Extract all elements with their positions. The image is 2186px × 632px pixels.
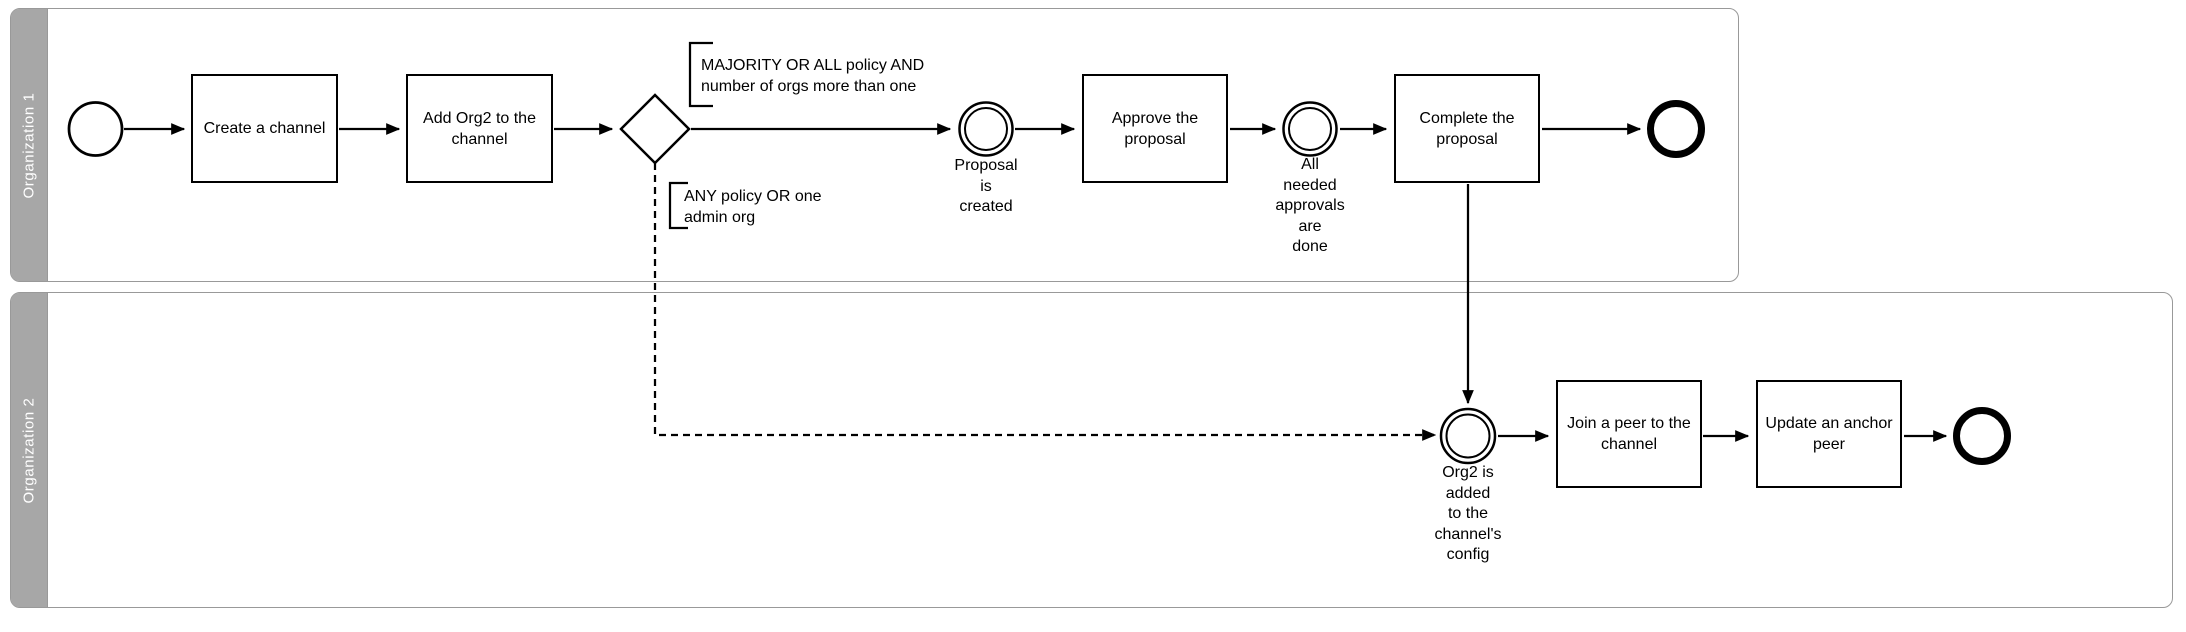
event-label-approvals-done: All needed approvals are done (1275, 156, 1345, 255)
task-join-peer-to-channel[interactable]: Join a peer to the channel (1556, 380, 1702, 488)
pool-organization-1-label: Organization 1 (20, 92, 38, 198)
task-add-org2-to-channel[interactable]: Add Org2 to the channel (406, 74, 553, 183)
pool-organization-2-label: Organization 2 (20, 397, 38, 503)
task-update-anchor-peer[interactable]: Update an anchor peer (1756, 380, 1902, 488)
task-complete-proposal[interactable]: Complete the proposal (1394, 74, 1540, 183)
pool-organization-1-header: Organization 1 (11, 9, 48, 281)
event-label-org2-added: Org2 is added to the channel's config (1434, 464, 1502, 563)
annotation-majority-policy: MAJORITY OR ALL policy AND number of org… (701, 57, 925, 95)
task-create-channel[interactable]: Create a channel (191, 74, 338, 183)
annotation-any-policy: ANY policy OR one admin org (684, 188, 822, 226)
pool-organization-2-header: Organization 2 (11, 293, 48, 607)
task-approve-proposal[interactable]: Approve the proposal (1082, 74, 1228, 183)
event-label-proposal-created: Proposal is created (954, 157, 1018, 215)
